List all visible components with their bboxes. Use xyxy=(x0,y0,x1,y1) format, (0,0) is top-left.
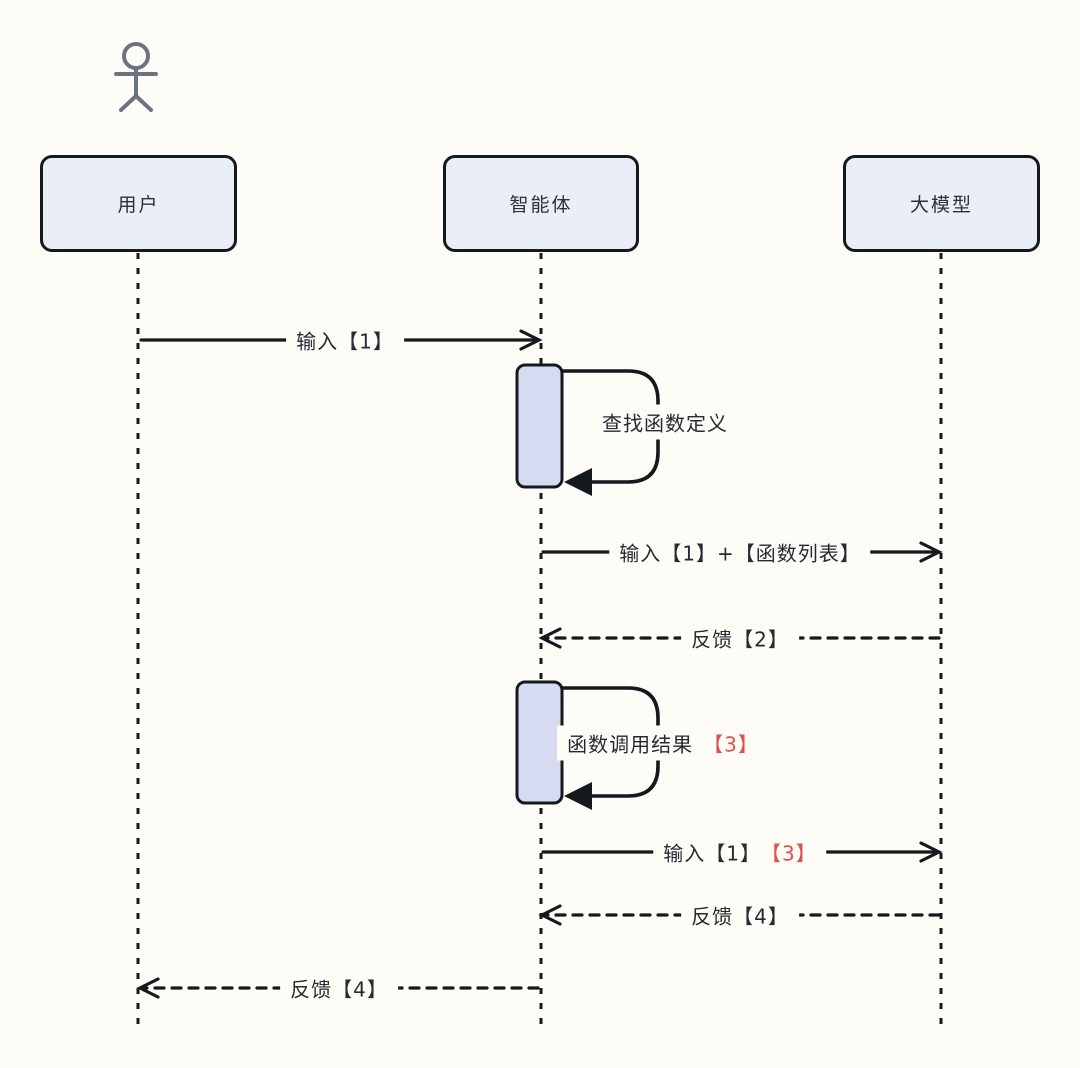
message-8-label: 反馈【4】 xyxy=(280,970,398,1006)
user-actor-icon xyxy=(114,42,158,112)
self-loop-2-arrowhead xyxy=(564,782,592,810)
participant-user: 用户 xyxy=(40,155,237,252)
message-6-highlight: 【3】 xyxy=(771,841,817,866)
message-3-label: 输入【1】+【函数列表】 xyxy=(609,534,871,570)
participant-agent-label: 智能体 xyxy=(509,194,573,216)
activation-bar-2 xyxy=(515,680,564,805)
activation-bar-1 xyxy=(515,363,564,489)
participant-llm: 大模型 xyxy=(843,155,1040,252)
self-loop-1-arrowhead xyxy=(564,468,592,496)
message-4-label: 反馈【2】 xyxy=(681,620,799,656)
message-6-label: 输入【1】【3】 xyxy=(653,834,827,870)
participant-user-label: 用户 xyxy=(117,194,160,216)
self-loop-1-label: 查找函数定义 xyxy=(592,404,738,440)
message-5-highlight: 【3】 xyxy=(703,732,759,757)
self-loop-2-label: 函数调用结果【3】 xyxy=(557,725,769,761)
message-7-label: 反馈【4】 xyxy=(681,897,799,933)
participant-llm-label: 大模型 xyxy=(909,194,973,216)
message-1-label: 输入【1】 xyxy=(286,322,404,358)
participant-agent: 智能体 xyxy=(443,155,639,252)
